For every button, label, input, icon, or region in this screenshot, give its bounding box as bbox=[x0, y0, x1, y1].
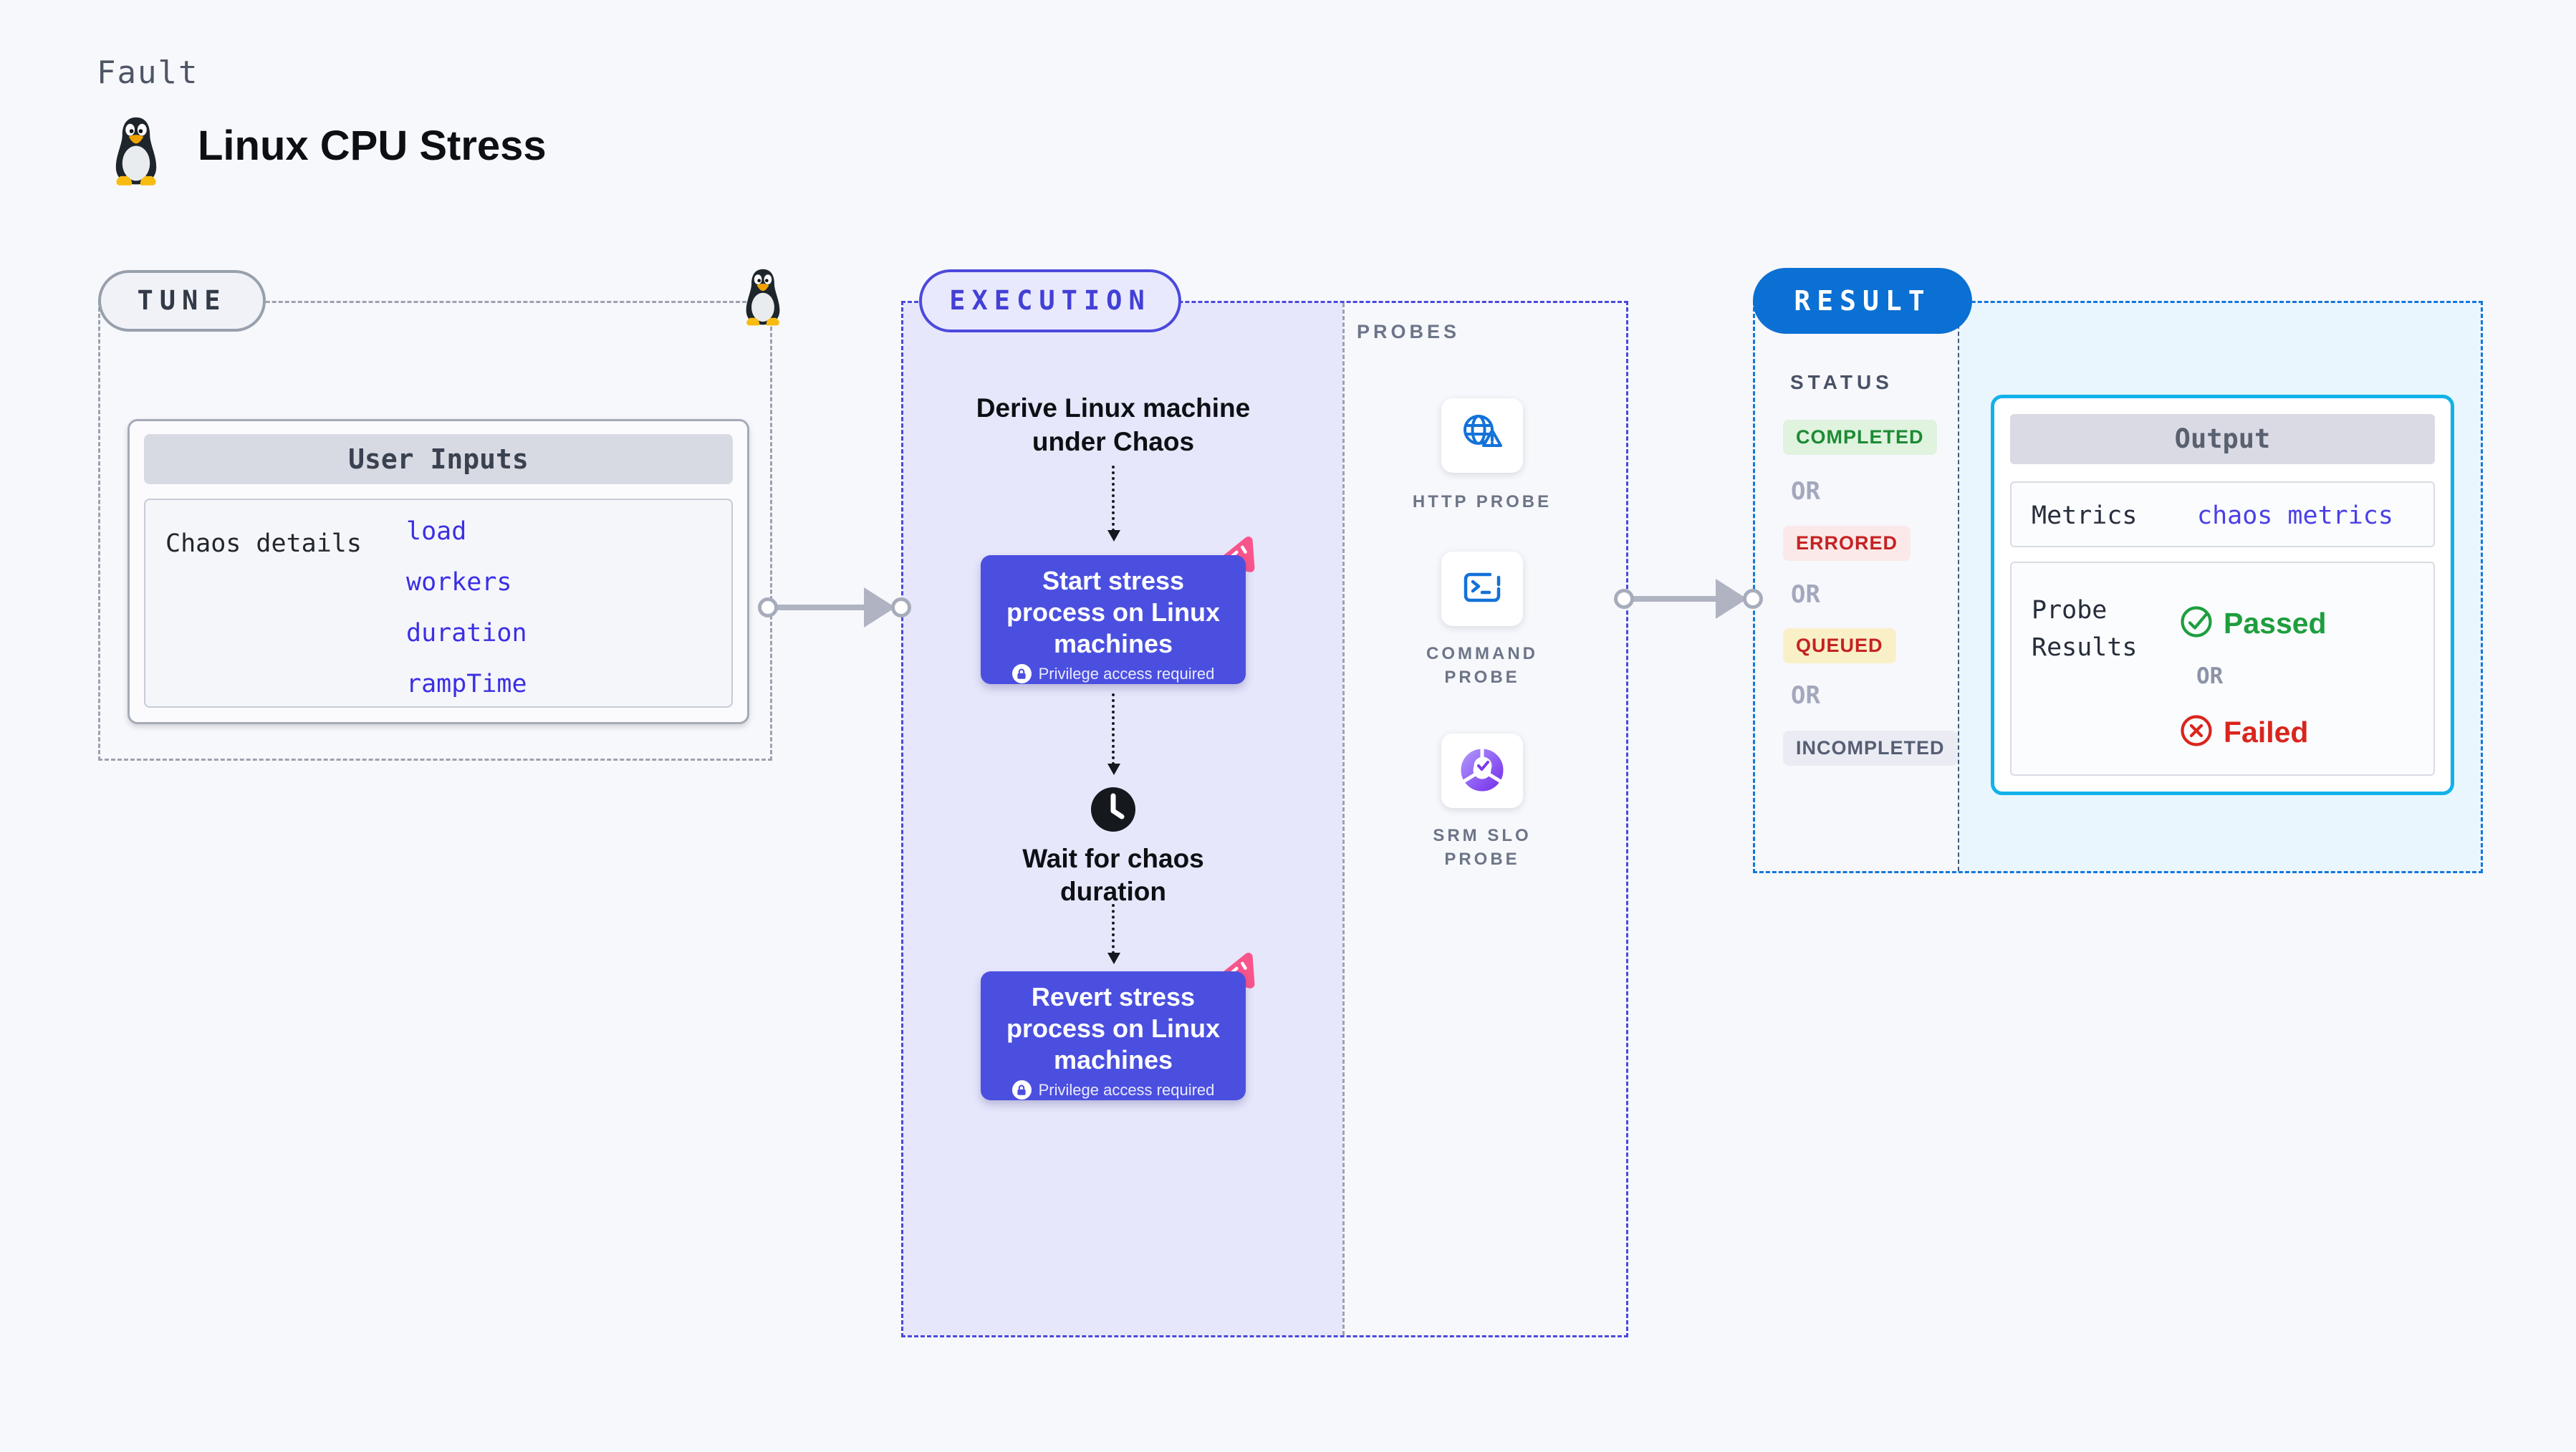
or-separator: OR bbox=[1791, 477, 1820, 506]
chaos-details-label: Chaos details bbox=[165, 529, 362, 558]
page-title: Linux CPU Stress bbox=[198, 122, 547, 169]
metrics-row: Metrics chaos metrics bbox=[2010, 481, 2435, 547]
arrow-shaft bbox=[775, 605, 875, 610]
or-separator: OR bbox=[1791, 681, 1820, 710]
input-link-duration[interactable]: duration bbox=[406, 619, 527, 648]
step-title: Start stress process on Linux machines bbox=[1006, 566, 1221, 658]
status-badge-incompleted: INCOMPLETED bbox=[1783, 731, 1958, 766]
input-link-ramptime[interactable]: rampTime bbox=[406, 670, 527, 698]
or-separator: OR bbox=[1791, 580, 1820, 609]
linux-penguin-icon bbox=[105, 115, 168, 186]
connector-node bbox=[758, 597, 778, 617]
execution-probes-divider bbox=[1342, 303, 1345, 1335]
user-inputs-card: User Inputs Chaos details load workers d… bbox=[128, 419, 749, 724]
output-card: Output Metrics chaos metrics Probe Resul… bbox=[1991, 395, 2454, 795]
tune-region bbox=[98, 301, 772, 761]
probe-results-row: Probe Results Passed OR F bbox=[2010, 562, 2435, 776]
connector-node bbox=[891, 597, 911, 617]
connector-node bbox=[1614, 589, 1634, 609]
failed-verdict: Failed bbox=[2179, 713, 2308, 751]
revert-stress-step[interactable]: Revert stress process on Linux machines … bbox=[981, 971, 1246, 1100]
flow-arrow-down bbox=[1107, 693, 1120, 775]
x-circle-icon bbox=[2179, 713, 2214, 751]
arrow-shaft bbox=[1631, 596, 1727, 602]
status-badge-errored: ERRORED bbox=[1783, 526, 1911, 561]
input-link-workers[interactable]: workers bbox=[406, 568, 512, 597]
status-badge-completed: COMPLETED bbox=[1783, 420, 1937, 455]
probe-results-label: Probe Results bbox=[2032, 596, 2138, 662]
command-probe-card bbox=[1441, 552, 1523, 626]
privilege-note-text: Privilege access required bbox=[1038, 664, 1215, 683]
start-stress-step[interactable]: Start stress process on Linux machines P… bbox=[981, 555, 1246, 684]
terminal-icon bbox=[1458, 564, 1506, 615]
execution-stage-badge: EXECUTION bbox=[919, 269, 1181, 332]
step-title: Revert stress process on Linux machines bbox=[1006, 982, 1221, 1074]
globe-alert-icon bbox=[1458, 410, 1506, 461]
chaos-metrics-link[interactable]: chaos metrics bbox=[2197, 501, 2393, 530]
chaos-details-table: Chaos details load workers duration ramp… bbox=[144, 499, 733, 708]
arrow-head bbox=[864, 587, 895, 628]
privilege-note: Privilege access required bbox=[981, 1080, 1246, 1100]
tune-stage-badge: TUNE bbox=[98, 270, 266, 332]
passed-label: Passed bbox=[2224, 607, 2327, 640]
wait-step-label: Wait for chaos duration bbox=[1022, 844, 1204, 906]
lock-icon bbox=[1011, 1080, 1032, 1100]
command-probe-label: COMMAND PROBE bbox=[1426, 644, 1538, 687]
input-link-load[interactable]: load bbox=[406, 517, 467, 546]
status-badge-queued: QUEUED bbox=[1783, 628, 1896, 663]
arrow-head bbox=[1716, 579, 1747, 619]
linux-penguin-icon bbox=[739, 261, 787, 332]
privilege-note-text: Privilege access required bbox=[1038, 1080, 1215, 1099]
http-probe-label: HTTP PROBE bbox=[1412, 492, 1552, 511]
flow-arrow-down bbox=[1107, 904, 1120, 964]
probes-column-label: PROBES bbox=[1357, 321, 1461, 342]
check-circle-icon bbox=[2179, 605, 2214, 643]
passed-verdict: Passed bbox=[2179, 605, 2327, 643]
status-output-divider bbox=[1958, 303, 1959, 871]
flow-arrow-down bbox=[1107, 466, 1120, 542]
fault-kicker: Fault bbox=[97, 54, 199, 91]
output-card-header: Output bbox=[2010, 414, 2435, 464]
failed-label: Failed bbox=[2224, 716, 2309, 749]
connector-node bbox=[1743, 589, 1763, 609]
http-probe-card bbox=[1441, 398, 1523, 473]
slo-donut-icon bbox=[1458, 746, 1506, 797]
wait-clock-icon bbox=[1089, 785, 1138, 834]
privilege-note: Privilege access required bbox=[981, 664, 1246, 683]
srm-slo-probe-label: SRM SLO PROBE bbox=[1433, 826, 1532, 869]
lock-icon bbox=[1011, 664, 1032, 683]
user-inputs-header: User Inputs bbox=[144, 434, 733, 484]
metrics-label: Metrics bbox=[2032, 501, 2138, 530]
status-column-label: STATUS bbox=[1790, 371, 1893, 393]
result-stage-badge: RESULT bbox=[1753, 268, 1972, 334]
or-separator: OR bbox=[2196, 663, 2224, 689]
srm-slo-probe-card bbox=[1441, 734, 1523, 808]
derive-step-label: Derive Linux machine under Chaos bbox=[976, 393, 1251, 456]
